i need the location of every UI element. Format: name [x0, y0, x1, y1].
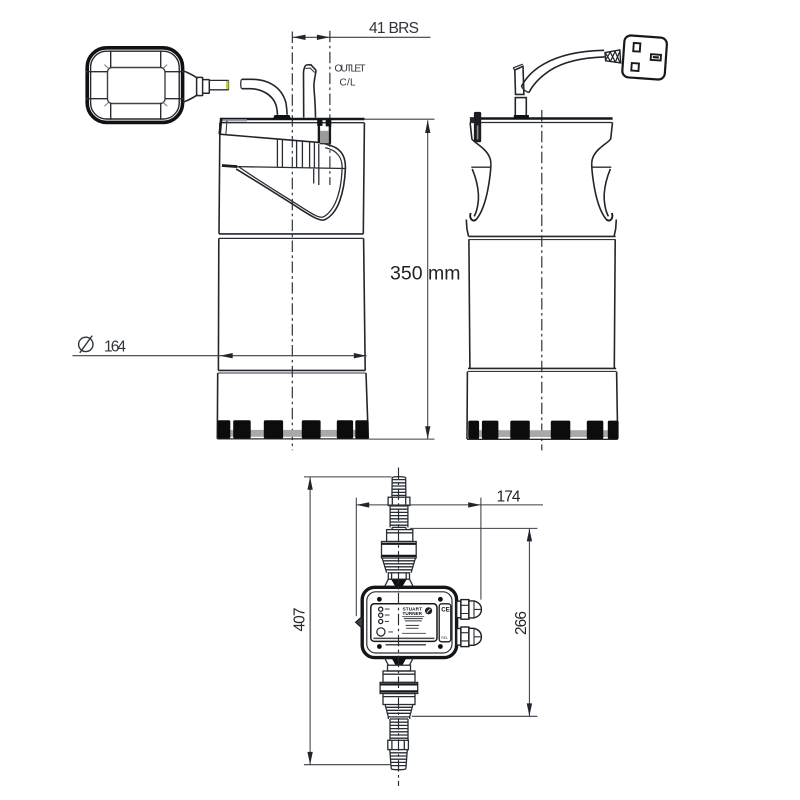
svg-text:C/L: C/L [340, 78, 356, 89]
svg-text:41 BRS: 41 BRS [369, 20, 419, 37]
svg-text:REL: REL [441, 636, 448, 640]
svg-text:350 mm: 350 mm [390, 263, 460, 285]
svg-text:STUART: STUART [403, 606, 423, 611]
svg-text:CE: CE [441, 606, 450, 613]
svg-text:TURNER: TURNER [403, 611, 423, 616]
svg-text:164: 164 [104, 339, 126, 356]
svg-text:407: 407 [292, 608, 309, 632]
svg-text:266: 266 [513, 611, 530, 635]
svg-text:OUTLET: OUTLET [335, 64, 366, 75]
svg-text:174: 174 [497, 489, 521, 506]
